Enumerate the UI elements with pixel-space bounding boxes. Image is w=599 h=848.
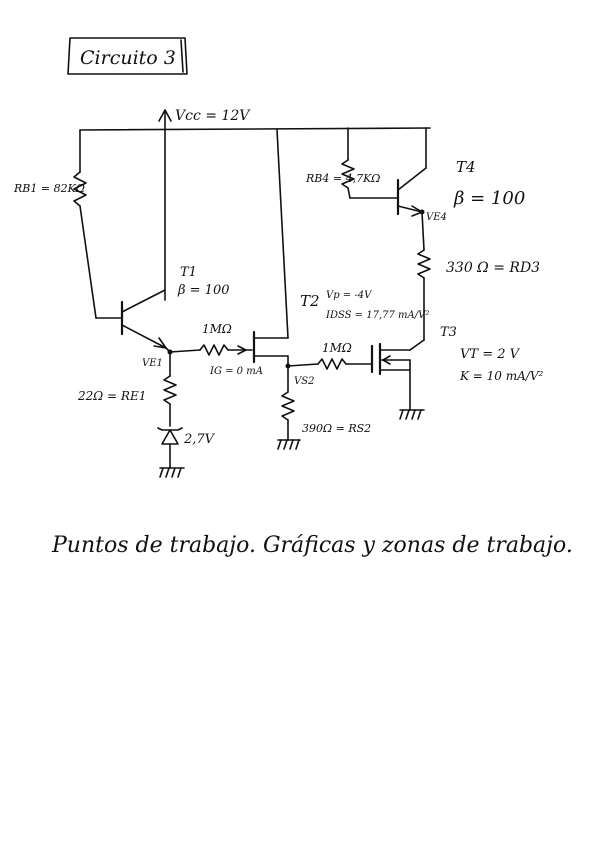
t4-name: T4	[456, 158, 476, 176]
t2-vp: Vp = -4V	[326, 290, 373, 301]
rd3-label: 330 Ω = RD3	[446, 260, 540, 276]
rb4-wire-mid	[347, 187, 351, 199]
title-box-inner-line	[180, 39, 184, 73]
re1-resistor	[163, 375, 177, 405]
ve4-label: VE4	[426, 212, 447, 223]
ground-icon-3	[399, 409, 425, 420]
t3-k: K = 10 mA/V²	[459, 369, 543, 383]
top-rail-wire	[79, 127, 431, 131]
t3-name: T3	[440, 325, 457, 340]
gate1-resistor-label: 1MΩ	[202, 322, 232, 336]
rb1-label: RB1 = 82KΩ	[13, 182, 85, 195]
ground-icon-2	[277, 439, 301, 450]
rb4-resistor	[341, 159, 355, 189]
caption: Puntos de trabajo. Gráficas y zonas de t…	[51, 533, 573, 558]
t1-beta: β = 100	[177, 283, 230, 298]
ground-icon-1	[159, 467, 185, 478]
page-title: Circuito 3	[80, 47, 176, 69]
gate3-resistor-label: 1MΩ	[322, 341, 352, 355]
gate-current-label: IG = 0 mA	[209, 366, 263, 377]
vs2-label: VS2	[294, 376, 314, 387]
t4-beta: β = 100	[453, 188, 525, 209]
t1-name: T1	[180, 265, 197, 280]
zener-diode-bar	[157, 427, 183, 431]
t4-emitter-lead	[397, 205, 423, 213]
rs2-label: 390Ω = RS2	[302, 422, 371, 435]
t2-idss: IDSS = 17,77 mA/V²	[325, 310, 429, 321]
rb4-label: RB4 = 4,7KΩ	[305, 172, 380, 185]
gate-current-arrow-icon	[237, 345, 247, 355]
t3-body-arrow-icon	[382, 355, 391, 365]
t1-emitter-lead	[121, 324, 167, 349]
rd3-wire-top	[421, 211, 425, 251]
t2-drain-wire	[276, 129, 289, 339]
gate1-wire-left	[169, 349, 201, 353]
zener-label: 2,7V	[183, 432, 216, 447]
gate1-resistor	[199, 344, 229, 356]
re1-label: 22Ω = RE1	[77, 389, 146, 403]
t2-name: T2	[300, 292, 320, 310]
t3-drain-wire	[409, 339, 425, 351]
title-box	[67, 37, 188, 75]
t1-collector-lead	[121, 289, 166, 313]
rs2-resistor	[281, 391, 295, 421]
t4-collector-lead	[397, 167, 427, 191]
rd3-resistor	[417, 249, 431, 279]
gate3-resistor	[317, 358, 347, 370]
rb1-resistor	[73, 171, 87, 207]
ve1-label: VE1	[142, 358, 163, 369]
gate3-wire-left	[287, 363, 319, 367]
rb1-wire-bottom	[79, 205, 97, 319]
vcc-label: Vcc = 12V	[175, 108, 251, 124]
t3-vt: VT = 2 V	[460, 347, 521, 362]
zener-diode-icon	[161, 429, 179, 445]
vcc-arrow-icon	[158, 109, 172, 122]
